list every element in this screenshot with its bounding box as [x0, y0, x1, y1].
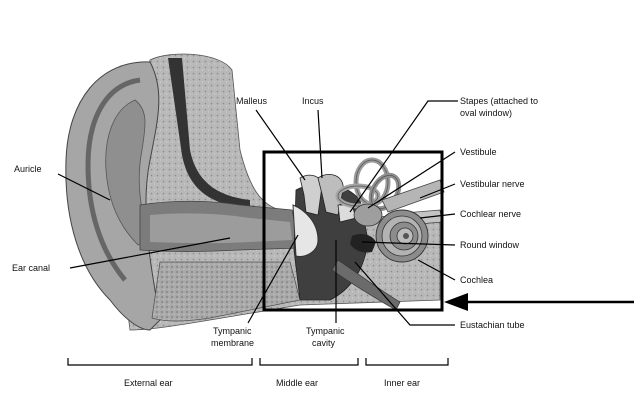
label-tympanic-membrane-line2: membrane: [211, 338, 254, 348]
label-stapes-line2: oval window): [460, 108, 512, 118]
label-tympanic-cavity-line2: cavity: [312, 338, 336, 348]
label-stapes-line1: Stapes (attached to: [460, 96, 538, 106]
label-external-ear: External ear: [124, 378, 173, 388]
label-tympanic-cavity-line1: Tympanic: [306, 326, 345, 336]
inner-ear-bracket: [366, 358, 448, 365]
label-tympanic-membrane-line1: Tympanic: [213, 326, 252, 336]
label-incus: Incus: [302, 96, 324, 106]
pointer-arrow: [444, 293, 634, 311]
label-cochlear-nerve: Cochlear nerve: [460, 209, 521, 219]
label-auricle: Auricle: [14, 164, 42, 174]
region-brackets: [68, 358, 448, 365]
label-eustachian-tube: Eustachian tube: [460, 320, 525, 330]
label-middle-ear: Middle ear: [276, 378, 318, 388]
vestibular-nerve-shape: [382, 180, 444, 212]
middle-ear-bracket: [260, 358, 358, 365]
label-cochlea: Cochlea: [460, 275, 493, 285]
label-inner-ear: Inner ear: [384, 378, 420, 388]
external-ear-bracket: [68, 358, 252, 365]
label-ear-canal: Ear canal: [12, 263, 50, 273]
label-vestibule: Vestibule: [460, 147, 497, 157]
label-malleus: Malleus: [236, 96, 268, 106]
label-round-window: Round window: [460, 240, 520, 250]
label-vestibular-nerve: Vestibular nerve: [460, 179, 525, 189]
